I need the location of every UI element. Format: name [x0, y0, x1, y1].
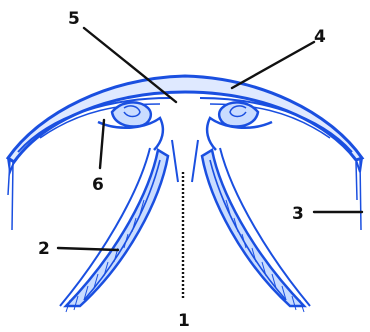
leader-line-4 — [232, 42, 314, 88]
oral-arm-left — [66, 150, 168, 306]
leader-line-6 — [100, 120, 104, 168]
oral-arm-right — [202, 150, 304, 306]
leader-line-2 — [58, 248, 118, 250]
label-5: 5 — [68, 9, 80, 29]
label-4: 4 — [314, 27, 326, 47]
label-1: 1 — [178, 311, 190, 331]
label-6: 6 — [92, 175, 104, 195]
gastric-cavity — [160, 102, 210, 139]
manubrium — [172, 140, 198, 182]
label-3: 3 — [292, 204, 304, 224]
label-2: 2 — [38, 239, 50, 259]
